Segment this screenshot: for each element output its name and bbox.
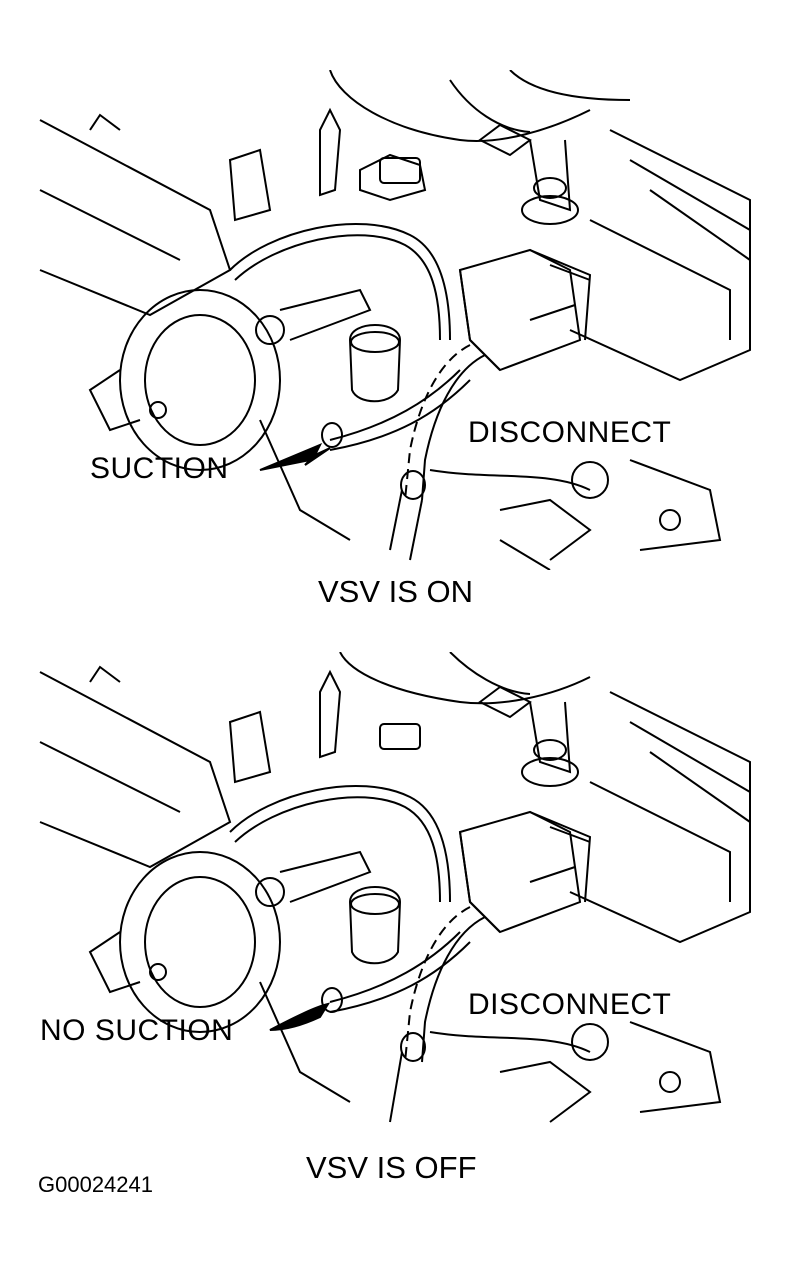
no-suction-arrow xyxy=(270,1004,328,1030)
engine-block-right xyxy=(570,692,750,942)
vsv-off-caption: VSV IS OFF xyxy=(306,1150,477,1185)
vsv-unit xyxy=(460,812,590,932)
suction-hose xyxy=(330,932,460,1002)
engine-illustration-vsv-off xyxy=(30,652,770,1130)
figure-id: G00024241 xyxy=(38,1172,153,1197)
disconnected-hose xyxy=(405,907,470,1062)
vsv-on-caption: VSV IS ON xyxy=(318,574,474,609)
vacuum-hose-arc xyxy=(230,224,450,340)
engine-illustration-vsv-on xyxy=(30,70,770,570)
disconnect-label-top: DISCONNECT xyxy=(468,416,672,449)
vsv-unit xyxy=(460,250,590,370)
suction-label: SUCTION xyxy=(90,452,229,485)
disconnect-label-bottom: DISCONNECT xyxy=(468,988,672,1021)
vacuum-hose-arc xyxy=(230,786,450,902)
suction-hose xyxy=(330,370,460,440)
intake-manifold-outline xyxy=(40,672,230,867)
suction-port xyxy=(322,423,342,447)
intake-manifold-outline xyxy=(40,120,230,315)
suction-arrow xyxy=(260,445,330,470)
engine-block-right xyxy=(570,130,750,380)
suction-port xyxy=(322,988,342,1012)
no-suction-label: NO SUCTION xyxy=(40,1014,234,1047)
disconnected-hose xyxy=(405,345,470,500)
